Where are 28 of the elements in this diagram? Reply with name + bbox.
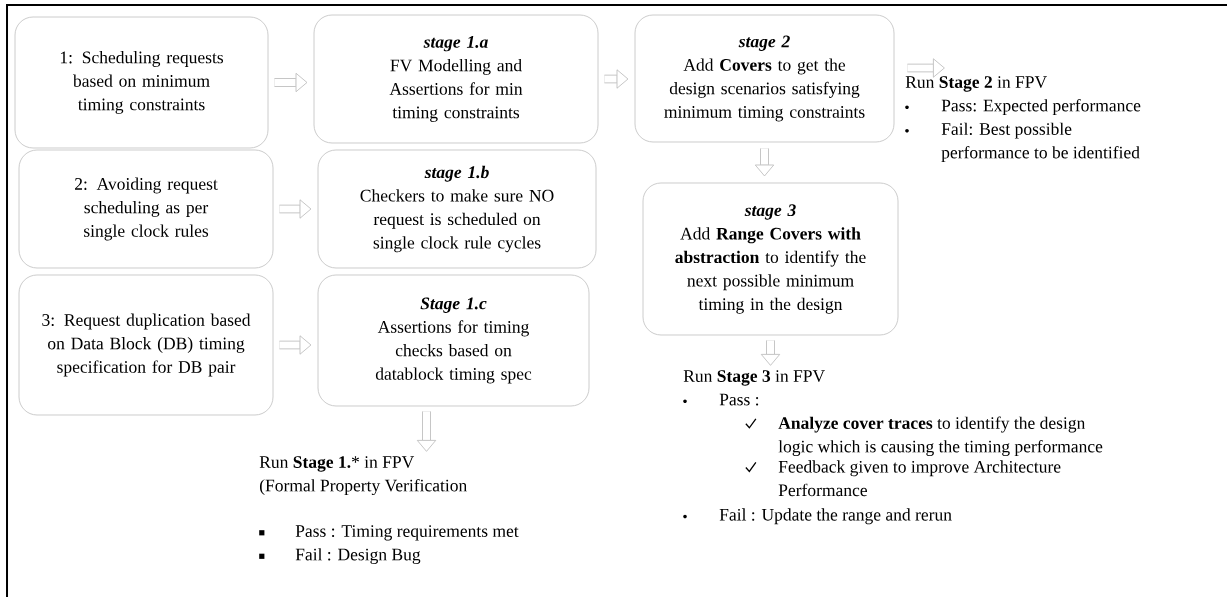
list-item: Fail : Update the range and rerun xyxy=(719,508,952,525)
process-box: Stage 1.c Assertions for timing checks based on datablock timing spec xyxy=(317,274,590,407)
process-box: stage 1.a FV Modelling and Assertions for min timing constraints xyxy=(313,14,599,144)
block-arrow xyxy=(416,411,437,452)
list-item: Analyze cover traces to identify the design logic which is causing the timing performance xyxy=(778,416,1103,457)
heading-text: Run Stage 3 in FPV xyxy=(683,370,825,386)
process-box: stage 2 Add Covers to get the design scenarios satisfying minimum timing constraints xyxy=(634,14,895,143)
process-box: stage 1.b Checkers to make sure NO request is scheduled on single clock rule cycles xyxy=(317,149,597,269)
heading-text: Run Stage 1.* in FPV xyxy=(259,456,415,472)
list-item: Fail : Design Bug xyxy=(295,548,421,565)
list-item: Pass : xyxy=(719,393,759,406)
heading-text: (Formal Property Verification xyxy=(260,478,467,496)
list-item: Feedback given to improve Architecture Performance xyxy=(778,460,1061,497)
process-box: stage 3 Add Range Covers with abstraction to identify the next possible minimum timing in the design xyxy=(642,182,899,336)
block-arrow xyxy=(279,335,312,355)
block-arrow xyxy=(760,340,781,366)
block-arrow xyxy=(274,72,308,93)
list-item: Pass : Timing requirements met xyxy=(295,525,519,541)
block-arrow xyxy=(754,148,775,177)
block-arrow xyxy=(279,199,312,219)
process-box: 3: Request duplication based on Data Block (DB) timing specification for DB pair xyxy=(18,274,274,416)
list-item: Pass: Expected performance xyxy=(941,98,1141,115)
heading-text: Run Stage 2 in FPV xyxy=(905,76,1047,92)
list-item: Fail: Best possible performance to be identified xyxy=(941,122,1140,162)
block-arrow xyxy=(907,58,945,78)
process-box: 1: Scheduling requests based on minimum timing constraints xyxy=(14,16,269,149)
process-box: 2: Avoiding request scheduling as per single clock rules xyxy=(18,149,274,269)
block-arrow xyxy=(604,69,629,89)
